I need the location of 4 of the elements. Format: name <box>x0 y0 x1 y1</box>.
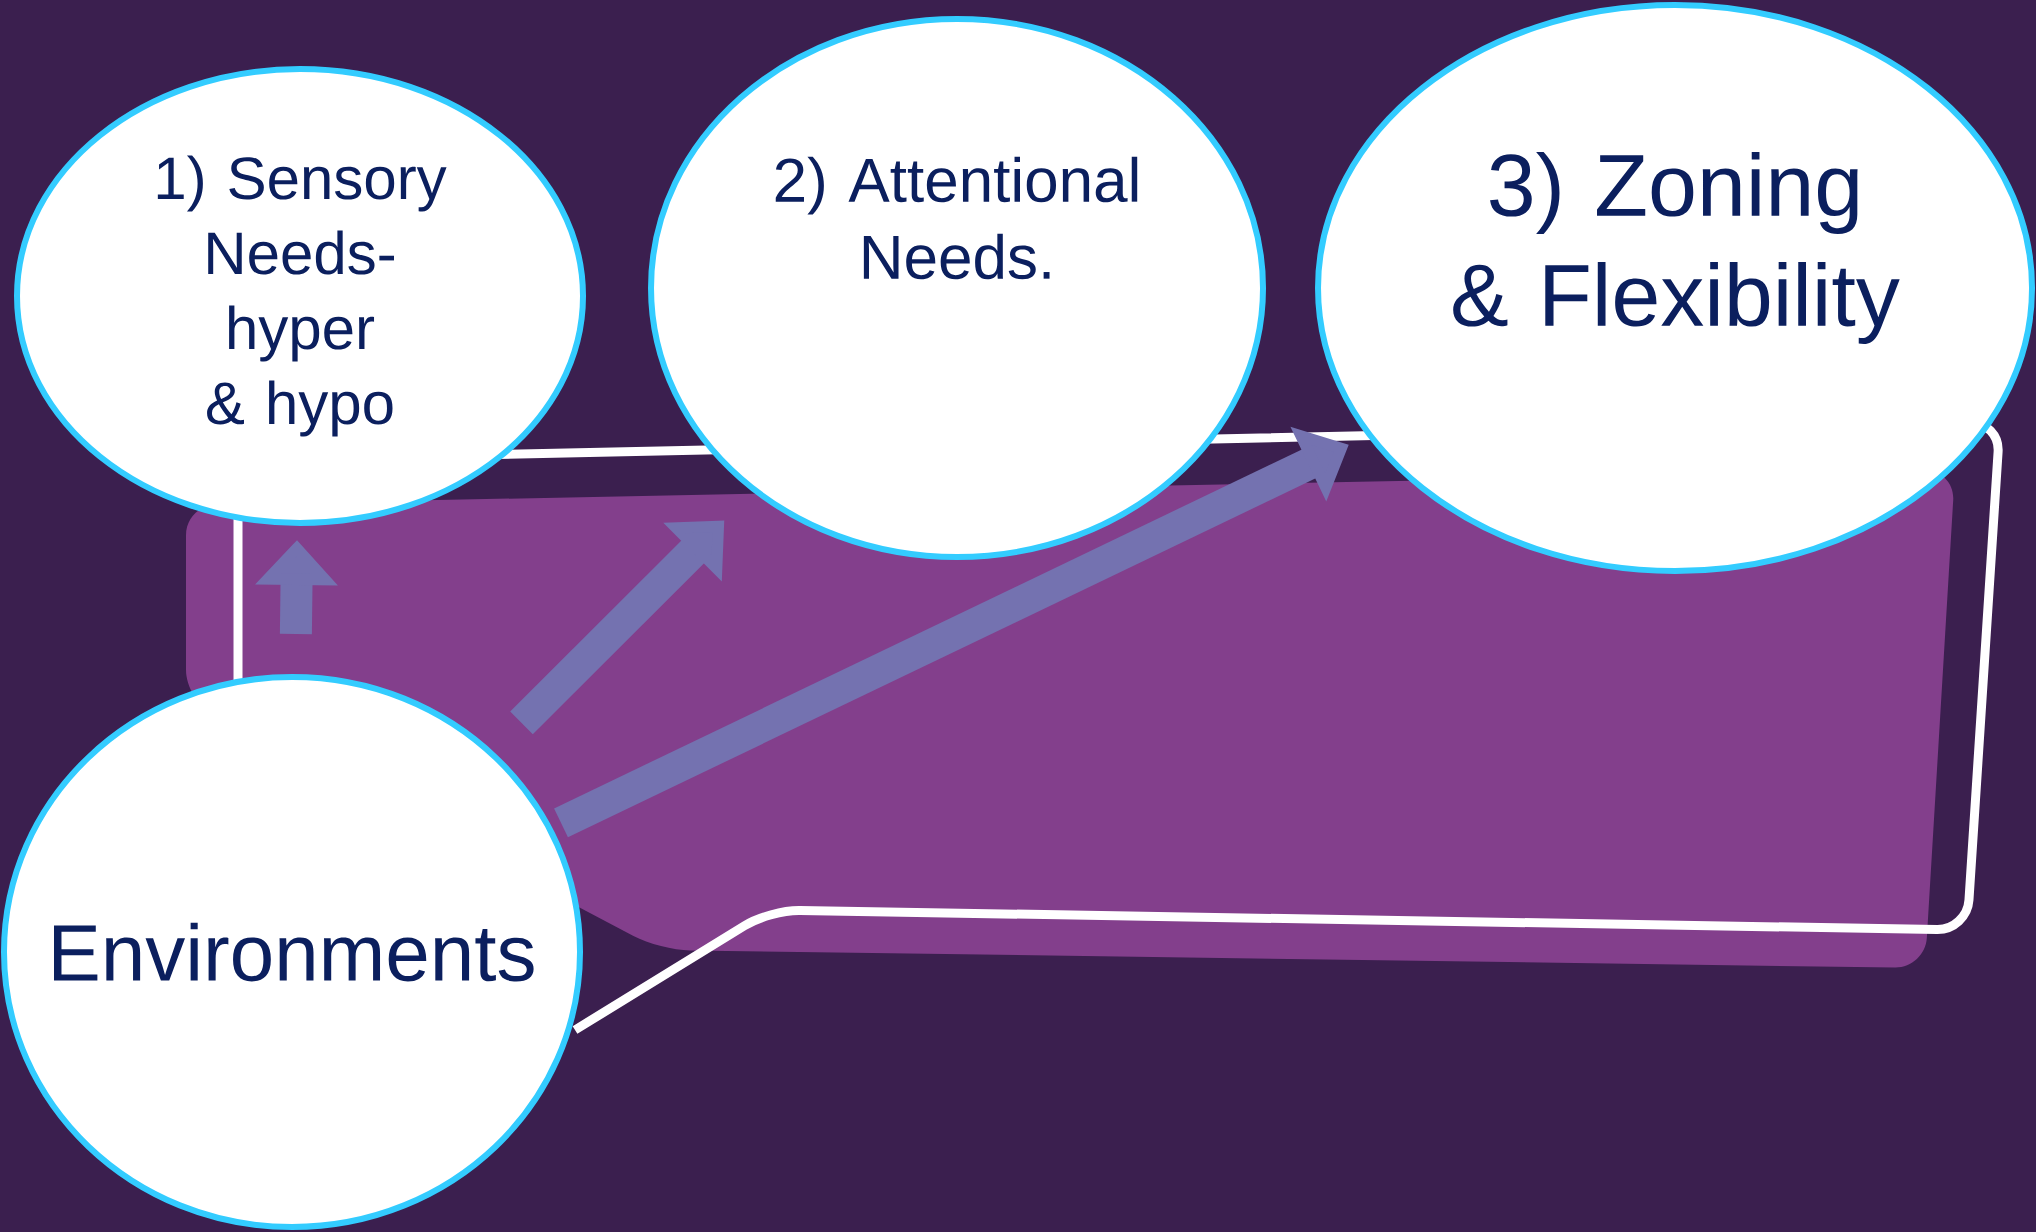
ellipse-node: 3) Zoning & Flexibility <box>1315 2 2035 574</box>
ellipse-node: 1) Sensory Needs- hyper & hypo <box>14 66 586 526</box>
ellipse-node: Environments <box>1 674 583 1230</box>
ellipse-node: 2) Attentional Needs. <box>648 16 1266 560</box>
